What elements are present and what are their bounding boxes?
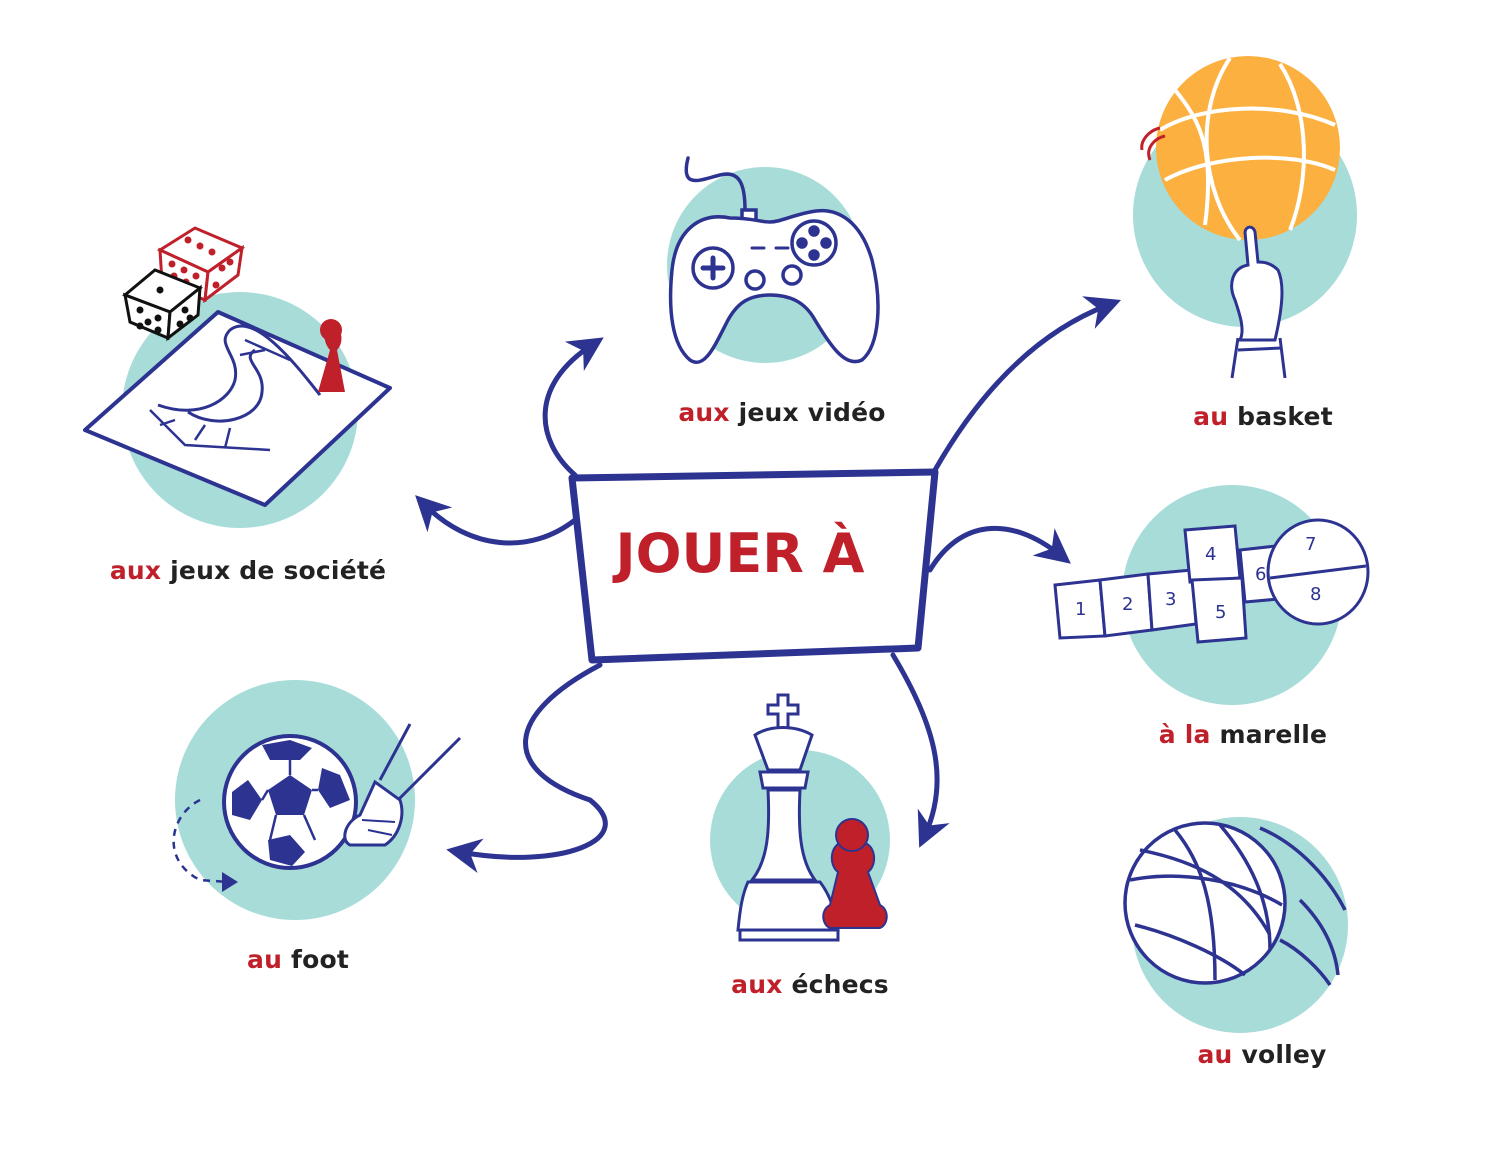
- hopscotch-number: 5: [1215, 602, 1226, 623]
- center-box: [568, 468, 939, 664]
- dice-icon: [122, 226, 246, 342]
- label-article: à la: [1158, 720, 1211, 749]
- hopscotch-number: 6: [1255, 564, 1266, 585]
- arrow-to-jeux-de-societe: [415, 495, 578, 546]
- label-word: jeux vidéo: [738, 398, 886, 427]
- arrow-to-jeux-video: [542, 337, 604, 478]
- label-article: au: [1193, 402, 1229, 431]
- hopscotch-icon: [1053, 518, 1370, 644]
- label-volley: au volley: [1197, 1040, 1326, 1069]
- connector-arrows: [415, 296, 1122, 873]
- center-title: JOUER À: [615, 522, 865, 585]
- label-jeux-de-societe: aux jeux de société: [110, 556, 386, 585]
- label-word: marelle: [1219, 720, 1328, 749]
- label-jeux-video: aux jeux vidéo: [678, 398, 885, 427]
- arrow-to-marelle: [927, 525, 1071, 573]
- label-word: échecs: [791, 970, 889, 999]
- label-article: aux: [731, 970, 783, 999]
- label-echecs: aux échecs: [731, 970, 889, 999]
- hopscotch-number: 1: [1075, 599, 1086, 620]
- label-foot: au foot: [247, 945, 349, 974]
- label-word: volley: [1241, 1040, 1327, 1069]
- label-word: jeux de société: [170, 556, 387, 585]
- football-icon: [172, 723, 462, 892]
- gamepad-icon: [668, 156, 880, 364]
- volleyball-icon: [1123, 821, 1347, 986]
- hopscotch-numbers: 1 2 3 4 5 6 7 8: [1075, 534, 1321, 623]
- label-word: basket: [1237, 402, 1333, 431]
- arrow-to-foot: [446, 662, 608, 873]
- label-article: aux: [109, 556, 162, 585]
- hopscotch-number: 3: [1165, 589, 1176, 610]
- label-article: au: [1197, 1040, 1233, 1069]
- label-article: aux: [678, 398, 730, 427]
- board-game-icon: [83, 310, 392, 507]
- label-basket: au basket: [1193, 402, 1333, 431]
- label-word: foot: [291, 945, 349, 974]
- chess-icon: [736, 693, 888, 942]
- hopscotch-number: 8: [1310, 584, 1321, 605]
- hopscotch-number: 2: [1122, 594, 1133, 615]
- label-article: au: [247, 945, 283, 974]
- hopscotch-number: 4: [1205, 544, 1216, 565]
- arrow-to-echecs: [890, 652, 950, 848]
- hopscotch-number: 7: [1305, 534, 1316, 555]
- basketball-icon: [1140, 56, 1340, 379]
- arrow-to-basket: [932, 296, 1122, 473]
- label-marelle: à la marelle: [1159, 720, 1327, 749]
